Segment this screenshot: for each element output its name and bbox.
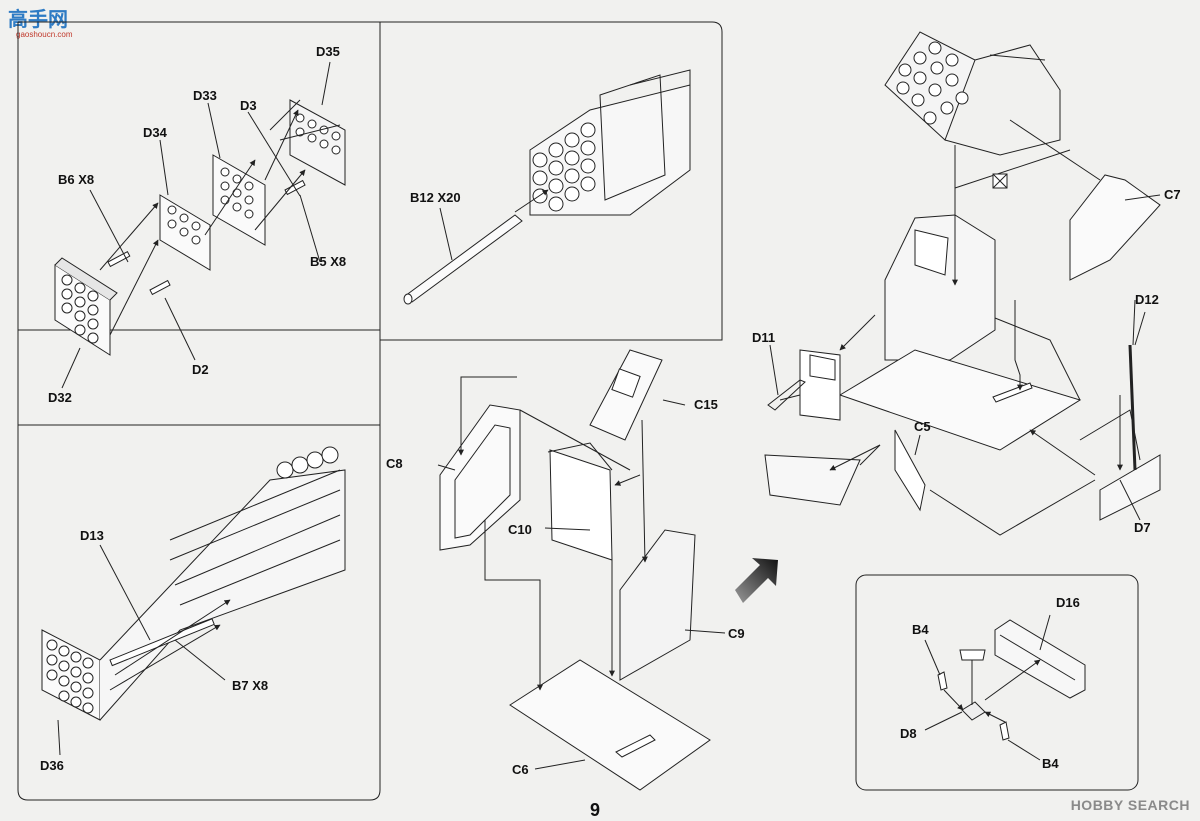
part-label-b5: B5 X8 xyxy=(310,254,347,269)
part-label-d16: D16 xyxy=(1056,595,1080,610)
part-label-c10: C10 xyxy=(508,522,532,537)
part-label-c7: C7 xyxy=(1164,187,1181,202)
part-label-b12: B12 X20 xyxy=(410,190,461,205)
part-label-d35: D35 xyxy=(316,44,340,59)
top-left-assembly xyxy=(54,61,346,389)
part-label-d2: D2 xyxy=(192,362,209,377)
part-label-d7: D7 xyxy=(1134,520,1151,535)
part-label-d12: D12 xyxy=(1135,292,1159,307)
page-number: 9 xyxy=(590,800,601,820)
part-label-b4-top: B4 xyxy=(912,622,929,637)
part-label-d32: D32 xyxy=(48,390,72,405)
part-label-c15: C15 xyxy=(694,397,718,412)
part-label-c8: C8 xyxy=(386,456,403,471)
bottom-left-assembly xyxy=(41,446,346,756)
part-label-d36: D36 xyxy=(40,758,64,773)
right-assembly xyxy=(764,31,1161,536)
site-logo-subtext: gaoshoucn.com xyxy=(16,30,73,39)
part-label-c5: C5 xyxy=(914,419,931,434)
part-label-d33: D33 xyxy=(193,88,217,103)
direction-arrow xyxy=(735,558,778,603)
panel-top-frame xyxy=(18,21,723,341)
part-label-d13: D13 xyxy=(80,528,104,543)
part-label-c6: C6 xyxy=(512,762,529,777)
top-middle-assembly xyxy=(403,69,691,305)
detail-assembly xyxy=(924,614,1086,761)
part-label-d8: D8 xyxy=(900,726,917,741)
part-label-c9: C9 xyxy=(728,626,745,641)
part-label-d34: D34 xyxy=(143,125,167,140)
part-label-d11: D11 xyxy=(752,330,776,345)
part-label-b6: B6 X8 xyxy=(58,172,95,187)
hobby-search-watermark: HOBBY SEARCH xyxy=(1070,797,1190,813)
part-label-b7: B7 X8 xyxy=(232,678,269,693)
part-label-d3: D3 xyxy=(240,98,257,113)
center-assembly xyxy=(437,349,726,791)
panel-left-frame xyxy=(17,40,381,801)
part-label-b4-bottom: B4 xyxy=(1042,756,1059,771)
panel-detail-frame xyxy=(855,574,1139,791)
